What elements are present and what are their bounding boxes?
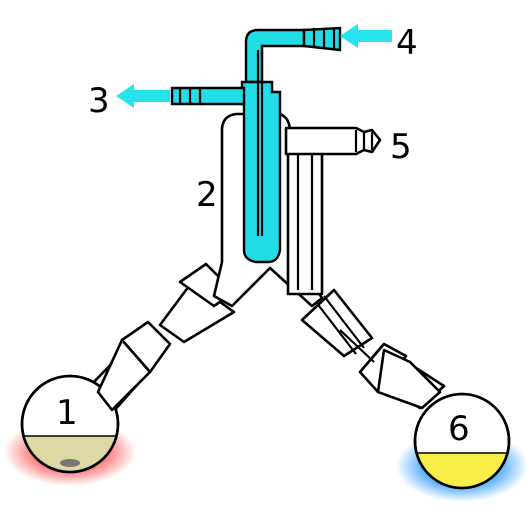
left-ground-joint [96, 320, 172, 412]
coolant-outlet [170, 86, 246, 106]
still-head [212, 112, 382, 308]
left-cone [158, 280, 236, 344]
coolant-in-arrow [340, 24, 392, 48]
label-still-head: 2 [196, 175, 218, 215]
right-ground-joint [358, 342, 442, 410]
coolant-out-arrow [116, 84, 170, 108]
label-receiving-flask: 6 [448, 409, 470, 449]
label-boiling-flask: 1 [56, 393, 78, 433]
label-coolant-inlet: 4 [396, 23, 418, 63]
boiling-chip [60, 459, 80, 467]
label-coolant-outlet: 3 [88, 81, 110, 121]
coolant-inlet [244, 26, 342, 84]
label-side-arm: 5 [390, 127, 412, 167]
